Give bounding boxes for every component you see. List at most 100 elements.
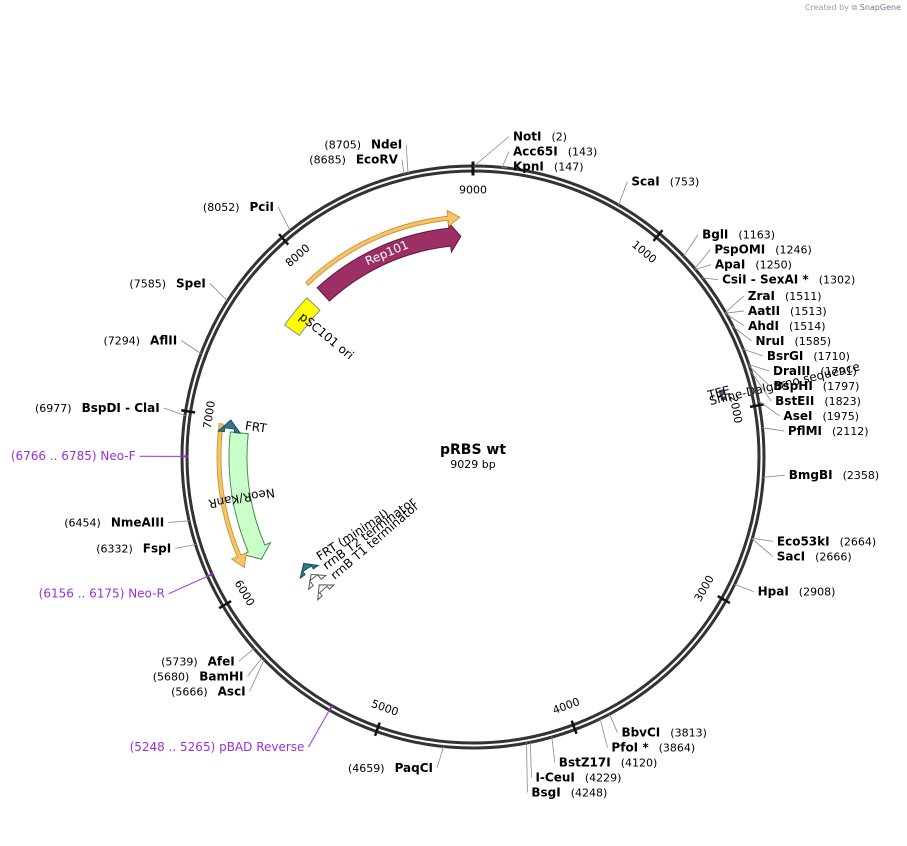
primer-pbad-reverse[interactable]: (5248 .. 5265) pBAD Reverse <box>130 704 334 754</box>
site-noti[interactable]: NotI(2) <box>473 130 567 167</box>
site-bsrgi[interactable]: BsrGI(1710) <box>742 348 850 363</box>
site-position: (1975) <box>822 410 859 423</box>
site-saci[interactable]: SacI (2666) <box>751 538 852 564</box>
site-name: SacI <box>777 549 805 563</box>
site-position: (1250) <box>755 259 792 272</box>
site-name: PfoI * <box>611 741 649 755</box>
site-leader-line <box>694 249 711 270</box>
site-name: BsgI <box>531 786 560 800</box>
primer-layer: (6766 .. 6785) Neo-F (6156 .. 6175) Neo-R… <box>11 449 334 754</box>
site-position: (4248) <box>571 787 608 800</box>
feature-shape <box>307 573 328 591</box>
site-bspdi-clai[interactable]: BspDI - ClaI (6977) <box>35 401 186 417</box>
feature-rep101[interactable]: Rep101 <box>304 209 462 302</box>
site-leader-line <box>168 520 190 523</box>
site-position: (1302) <box>819 274 856 287</box>
site-hpai[interactable]: HpaI(2908) <box>734 583 836 598</box>
feature-frt[interactable]: FRT <box>217 419 268 436</box>
site-csii-sexai[interactable]: CsiI - SexAI * (1302) <box>701 273 856 287</box>
site-paqci[interactable]: PaqCI(4659) <box>348 745 445 775</box>
site-asei[interactable]: AseI(1975) <box>757 399 859 423</box>
site-position: (8685) <box>309 154 346 167</box>
feature-label: pSC101 ori <box>297 310 357 363</box>
snapgene-logo-icon: ⧉ <box>851 3 858 12</box>
site-name: CsiI - SexAI * <box>722 273 809 287</box>
site-aflii[interactable]: AflII (7294) <box>103 333 202 355</box>
site-leader-line <box>751 537 773 542</box>
site-leader-line <box>277 206 291 232</box>
site-bamhi[interactable]: BamHI(5680) <box>153 656 263 683</box>
site-leader-line <box>751 538 774 557</box>
site-leader-line <box>249 658 265 692</box>
tick-mark-3000 <box>717 595 731 605</box>
site-pfoi[interactable]: PfoI * (3864) <box>599 718 696 755</box>
tick-mark-6000 <box>218 599 232 610</box>
site-name: AscI <box>218 684 246 698</box>
site-fspi[interactable]: FspI(6332) <box>96 541 197 555</box>
primer-label: (5248 .. 5265) pBAD Reverse <box>130 740 305 754</box>
site-scai[interactable]: ScaI(753) <box>617 175 699 206</box>
site-position: (2908) <box>799 585 836 598</box>
site-ndei[interactable]: NdeI(8705) <box>324 138 409 174</box>
site-leader-line <box>529 741 532 778</box>
site-leader-line <box>734 583 754 592</box>
site-position: (3864) <box>659 742 696 755</box>
site-nmeaiii[interactable]: NmeAIII(6454) <box>64 515 190 529</box>
site-position: (4659) <box>348 762 385 775</box>
site-apai[interactable]: ApaI(1250) <box>694 258 792 272</box>
site-bsphi[interactable]: BspHI(1797) <box>748 365 860 393</box>
site-name: PspOMI <box>714 243 765 257</box>
feature-shape <box>718 389 725 396</box>
site-pcii[interactable]: PciI(8052) <box>203 200 291 232</box>
site-bsgi[interactable]: BsgI (4248) <box>526 742 608 800</box>
site-ecorv[interactable]: EcoRV(8685) <box>309 153 405 175</box>
primer-label: (6156 .. 6175) Neo-R <box>39 587 165 601</box>
primer-label: (6766 .. 6785) Neo-F <box>11 449 136 463</box>
site-pspomi[interactable]: PspOMI(1246) <box>694 243 812 270</box>
primer-neo-f[interactable]: (6766 .. 6785) Neo-F <box>11 449 188 463</box>
site-draiii[interactable]: DraIII(1791) <box>748 364 857 378</box>
feature-shape <box>299 562 320 580</box>
site-name: BstZ17I <box>559 756 611 770</box>
site-pflmi[interactable]: PflMI(2112) <box>761 424 869 438</box>
site-position: (6977) <box>35 402 72 415</box>
site-position: (7585) <box>129 277 166 290</box>
site-eco53ki[interactable]: Eco53kI(2664) <box>751 534 876 548</box>
site-leader-line <box>694 264 712 271</box>
site-i-ceui[interactable]: I-CeuI(4229) <box>529 741 621 785</box>
tick-label: 3000 <box>692 573 717 604</box>
site-aatii[interactable]: AatII(1513) <box>725 304 827 318</box>
site-name: BspDI - ClaI <box>82 401 160 415</box>
primer-neo-r[interactable]: (6156 .. 6175) Neo-R <box>39 573 213 601</box>
site-nrui[interactable]: NruI(1585) <box>732 325 831 348</box>
site-spei[interactable]: SpeI(7585) <box>129 276 229 302</box>
site-zrai[interactable]: ZraI(1511) <box>724 289 822 314</box>
site-name: Acc65I <box>513 145 558 159</box>
site-acc65i[interactable]: Acc65I(143) <box>501 145 597 169</box>
site-position: (1514) <box>789 320 826 333</box>
feature-neor-kanr[interactable]: NeoR/KanR <box>207 423 276 569</box>
primer-leader-line <box>168 575 208 595</box>
site-bsteii[interactable]: BstEII(1823) <box>750 370 861 408</box>
feature-psc101-ori[interactable]: pSC101 ori <box>283 297 357 363</box>
site-bbvci[interactable]: BbvCI(3813) <box>608 713 707 740</box>
site-position: (6454) <box>64 516 101 529</box>
site-position: (7294) <box>103 334 140 347</box>
site-name: ZraI <box>748 289 775 303</box>
site-name: AflII <box>150 333 177 347</box>
feature-shape <box>317 584 336 602</box>
feature-shape <box>217 419 242 434</box>
site-asci[interactable]: AscI(5666) <box>171 658 265 698</box>
site-bstz17i[interactable]: BstZ17I(4120) <box>551 736 658 770</box>
tick-label: 1000 <box>629 238 659 266</box>
site-position: (2666) <box>815 550 852 563</box>
site-leader-line <box>247 656 263 677</box>
site-ahdi[interactable]: AhdI(1514) <box>725 313 826 333</box>
site-afei[interactable]: AfeI(5739) <box>161 647 255 668</box>
site-leader-line <box>551 736 556 763</box>
site-bgli[interactable]: BglI(1163) <box>682 228 775 257</box>
site-kpni[interactable]: KpnI(147) <box>502 160 584 174</box>
site-leader-line <box>608 713 618 733</box>
site-bmgbi[interactable]: BmgBI(2358) <box>762 468 879 482</box>
site-name: PciI <box>250 200 275 214</box>
